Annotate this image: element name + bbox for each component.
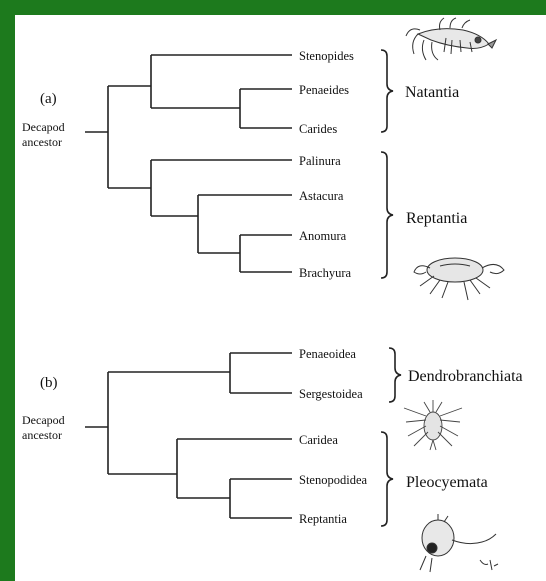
panel-b-label: (b) — [40, 375, 58, 391]
brace-dendrobranchiata — [389, 348, 401, 402]
brace-reptantia — [381, 152, 393, 278]
ancestor-label-b-line2: ancestor — [22, 428, 62, 442]
taxon-caridea: Caridea — [299, 433, 338, 447]
shrimp-illustration — [406, 18, 496, 60]
crab-illustration — [414, 258, 504, 300]
taxon-stenopodidea: Stenopodidea — [299, 473, 367, 487]
taxon-astacura: Astacura — [299, 189, 344, 203]
panel-a-label: (a) — [40, 91, 57, 107]
taxon-stenopides: Stenopides — [299, 49, 354, 63]
taxon-reptantia-b: Reptantia — [299, 512, 347, 526]
panel-b — [85, 348, 401, 526]
taxon-sergestoidea: Sergestoidea — [299, 387, 363, 401]
brace-natantia — [381, 50, 393, 132]
taxon-brachyura: Brachyura — [299, 266, 352, 280]
zoea-illustration — [420, 514, 498, 572]
group-natantia: Natantia — [405, 84, 459, 101]
ancestor-label-b-line1: Decapod — [22, 413, 65, 427]
brace-pleocyemata — [381, 432, 393, 526]
taxon-carides: Carides — [299, 122, 337, 136]
group-pleocyemata: Pleocyemata — [406, 474, 488, 491]
taxon-penaeides: Penaeides — [299, 83, 349, 97]
ancestor-label-a-line1: Decapod — [22, 120, 65, 134]
ancestor-label-a-line2: ancestor — [22, 135, 62, 149]
taxon-palinura: Palinura — [299, 154, 341, 168]
larva-illustration — [404, 400, 462, 450]
group-reptantia: Reptantia — [406, 210, 467, 227]
taxon-anomura: Anomura — [299, 229, 347, 243]
group-dendrobranchiata: Dendrobranchiata — [408, 368, 523, 385]
taxon-penaeoidea: Penaeoidea — [299, 347, 356, 361]
